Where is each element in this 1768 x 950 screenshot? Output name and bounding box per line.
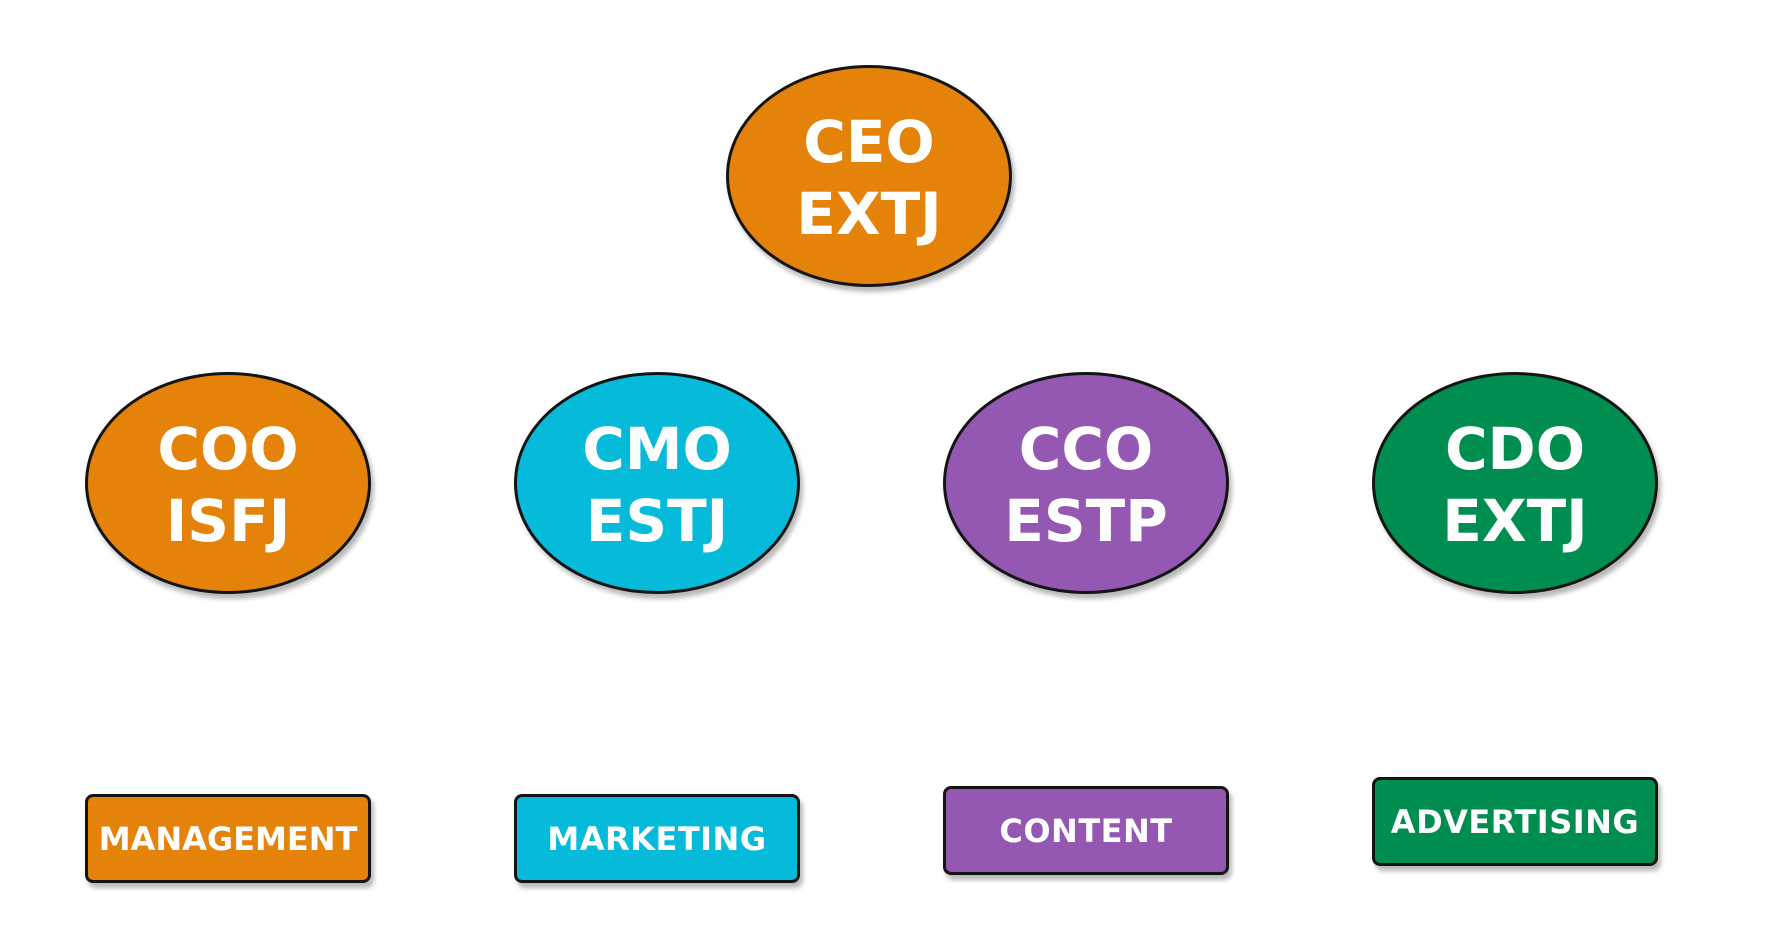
department-marketing: MARKETING bbox=[514, 794, 800, 883]
department-label: MANAGEMENT bbox=[98, 819, 358, 858]
cco-role-label: CCO bbox=[1018, 415, 1154, 483]
cmo-node: CMO ESTJ bbox=[514, 372, 800, 594]
department-advertising: ADVERTISING bbox=[1372, 777, 1658, 866]
ceo-role-label: CEO bbox=[803, 108, 935, 176]
department-label: MARKETING bbox=[547, 819, 767, 858]
cdo-node: CDO EXTJ bbox=[1372, 372, 1658, 594]
department-management: MANAGEMENT bbox=[85, 794, 371, 883]
cmo-type-label: ESTJ bbox=[585, 487, 729, 555]
cmo-role-label: CMO bbox=[582, 415, 732, 483]
cco-type-label: ESTP bbox=[1004, 487, 1168, 555]
department-label: CONTENT bbox=[999, 811, 1173, 850]
coo-role-label: COO bbox=[157, 415, 299, 483]
coo-node: COO ISFJ bbox=[85, 372, 371, 594]
coo-type-label: ISFJ bbox=[165, 487, 291, 555]
ceo-node: CEO EXTJ bbox=[726, 65, 1012, 287]
cdo-type-label: EXTJ bbox=[1442, 487, 1588, 555]
cdo-role-label: CDO bbox=[1444, 415, 1585, 483]
cco-node: CCO ESTP bbox=[943, 372, 1229, 594]
department-content: CONTENT bbox=[943, 786, 1229, 875]
department-label: ADVERTISING bbox=[1390, 802, 1640, 841]
ceo-type-label: EXTJ bbox=[796, 180, 942, 248]
